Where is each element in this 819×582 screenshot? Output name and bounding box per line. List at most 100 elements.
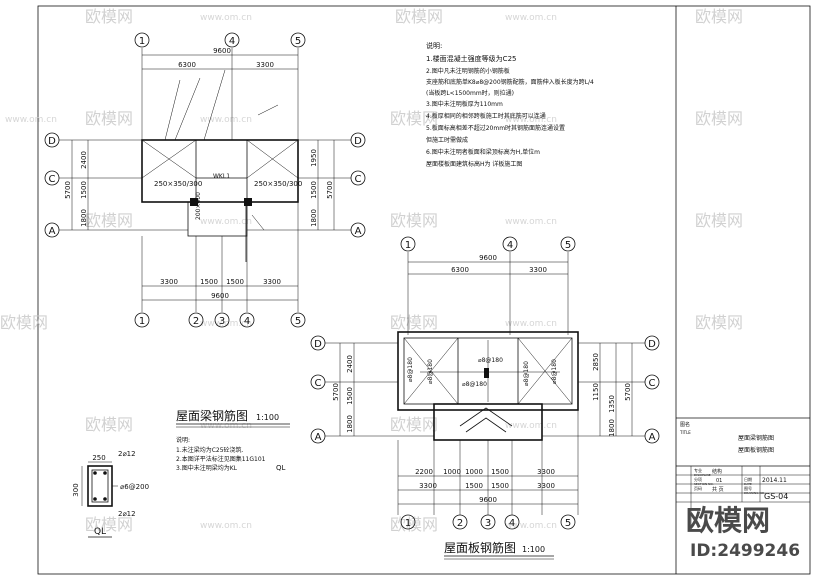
watermark-brand: 欧模网 (390, 415, 438, 434)
slab-plan: 1 4 5 9600 6300 3300 ⌀8@180 (310, 236, 660, 560)
dim-left: 1800 (80, 209, 88, 227)
dim-left: 2400 (80, 151, 88, 169)
slab-dim-bottom: 3300 (537, 482, 555, 490)
watermark-url: www.om.cn (505, 217, 557, 227)
slab-rebar-label: ⌀8@180 (462, 381, 487, 388)
slab-dim-bottom: 3300 (419, 482, 437, 490)
axis-bubble-A-right: A (350, 222, 366, 238)
dim-right-total: 5700 (326, 181, 334, 199)
watermark-url: www.om.cn (5, 115, 57, 125)
svg-text:5: 5 (295, 36, 301, 47)
watermark-brand: 欧模网 (695, 109, 743, 128)
svg-text:3: 3 (219, 316, 225, 327)
axis-bubble-2-slab-bottom: 2 (452, 514, 468, 530)
watermark-brand: 欧模网 (85, 211, 133, 230)
section-label: 分项 (694, 476, 702, 482)
watermark-url: www.om.cn (505, 13, 557, 23)
axis-bubble-5-slab-bottom: 5 (560, 514, 576, 530)
svg-text:A: A (649, 432, 656, 443)
note-line: 3.图中未注明板厚为110mm (426, 100, 503, 108)
title-block: 图名 TITLE 屋面梁钢筋图 屋面板钢筋图 专业 DISCIPLINE 结构 … (676, 417, 810, 530)
beam-plan-outline (141, 139, 299, 203)
svg-text:1: 1 (139, 316, 145, 327)
watermark-url: www.om.cn (505, 521, 557, 531)
slab-rebar-label: ⌀8@180 (407, 357, 414, 382)
watermark-url: www.om.cn (200, 319, 252, 329)
watermark-url: www.om.cn (505, 319, 557, 329)
slab-dim-bottom: 1500 (491, 482, 509, 490)
slab-rebar-label: ⌀8@180 (427, 359, 434, 384)
svg-text:D: D (648, 339, 656, 350)
slab-dim-right: 1800 (608, 419, 616, 437)
slab-dim-bottom-total: 9600 (479, 496, 497, 504)
axis-bubble-A: A (44, 222, 60, 238)
svg-text:C: C (649, 378, 656, 389)
beam-label: WKL1 (213, 173, 230, 180)
svg-text:1: 1 (405, 518, 411, 529)
ql-section-detail: 250 2⌀12 300 ⌀6@200 2⌀12 QL (72, 450, 149, 538)
dim-left-total: 5700 (64, 181, 72, 199)
slab-rebar-label: ⌀8@180 (551, 359, 558, 384)
watermark-brand: 欧模网 (390, 515, 438, 534)
discipline-label: 专业 (694, 467, 702, 473)
beam-note: 说明: (176, 436, 190, 444)
drawing-name: 屋面板钢筋图 (738, 446, 774, 454)
watermark-url: www.om.cn (505, 421, 557, 431)
axis-bubble-A-slab-right: A (644, 428, 660, 444)
sheet-en: DRAWING NO. (744, 491, 765, 495)
axis-bubble-5: 5 (290, 32, 306, 48)
svg-text:2: 2 (193, 316, 199, 327)
slab-dim-bottom: 2200 (415, 468, 433, 476)
watermark-brand: 欧模网 (85, 415, 133, 434)
slab-dim-bottom: 1500 (491, 468, 509, 476)
brand-footer: 欧模网 ID:2499246 (686, 504, 800, 561)
axis-bubble-1-slab: 1 (400, 236, 416, 252)
beam-label: 250×350/300 (154, 180, 202, 188)
dim-top-right: 3300 (256, 61, 274, 69)
general-notes: 说明: 1.楼面混凝土强度等级为C25 2.图中凡未注明钢筋的小钢筋板 支座筋和… (426, 41, 594, 168)
discipline-value: 结构 (712, 468, 722, 475)
axis-bubble-C-slab: C (310, 374, 326, 390)
note-line: 1.楼面混凝土强度等级为C25 (426, 54, 516, 63)
axis-bubble-4: 4 (224, 32, 240, 48)
watermark-brand: 欧模网 (85, 7, 133, 26)
slab-rebar-label: ⌀8@180 (478, 357, 503, 364)
slab-dim-right: 2850 (592, 353, 600, 371)
dim-top-left: 6300 (178, 61, 196, 69)
section-top-bars: 2⌀12 (118, 450, 136, 458)
section-stirrup: ⌀6@200 (120, 483, 149, 491)
sheet-value: GS-04 (764, 492, 788, 501)
svg-text:C: C (355, 174, 362, 185)
section-height: 300 (72, 483, 80, 496)
beam-note: 2.本图详平法标注见图集11G101 (176, 455, 266, 463)
sheet-border (37, 5, 811, 575)
axis-bubble-A-slab: A (310, 428, 326, 444)
axis-bubble-1: 1 (134, 32, 150, 48)
axis-bubble-5-slab: 5 (560, 236, 576, 252)
page-value: 共 页 (712, 486, 724, 493)
brand-logo-text: 欧模网 (686, 504, 770, 537)
sheet-label: 图号 (744, 485, 752, 491)
note-line: 2.图中凡未注明钢筋的小钢筋板 (426, 67, 510, 75)
svg-text:4: 4 (509, 518, 515, 529)
svg-text:C: C (49, 174, 56, 185)
date-value: 2014.11 (762, 477, 787, 484)
svg-text:2: 2 (457, 518, 463, 529)
svg-text:D: D (354, 136, 362, 147)
axis-bubble-4-slab-bottom: 4 (504, 514, 520, 530)
date-label: 日期 (744, 476, 752, 482)
svg-text:4: 4 (507, 240, 513, 251)
watermark-brand: 欧模网 (390, 109, 438, 128)
watermark-brand: 欧模网 (395, 7, 443, 26)
drawing-name: 屋面梁钢筋图 (738, 434, 774, 442)
beam-label: 200×400 (195, 192, 202, 220)
axis-bubble-1-slab-bottom: 1 (400, 514, 416, 530)
slab-dim-right: 1150 (592, 383, 600, 401)
section-width: 250 (92, 454, 105, 462)
beam-note: 3.图中未注明梁均为KL (176, 464, 238, 472)
beam-plan-scale: 1:100 (256, 413, 279, 422)
slab-dim-left: 1500 (346, 387, 354, 405)
slab-dim-left: 1800 (346, 415, 354, 433)
slab-dim-left: 2400 (346, 355, 354, 373)
beam-note: 1.未注梁均为C25砼浇筑. (176, 446, 244, 454)
